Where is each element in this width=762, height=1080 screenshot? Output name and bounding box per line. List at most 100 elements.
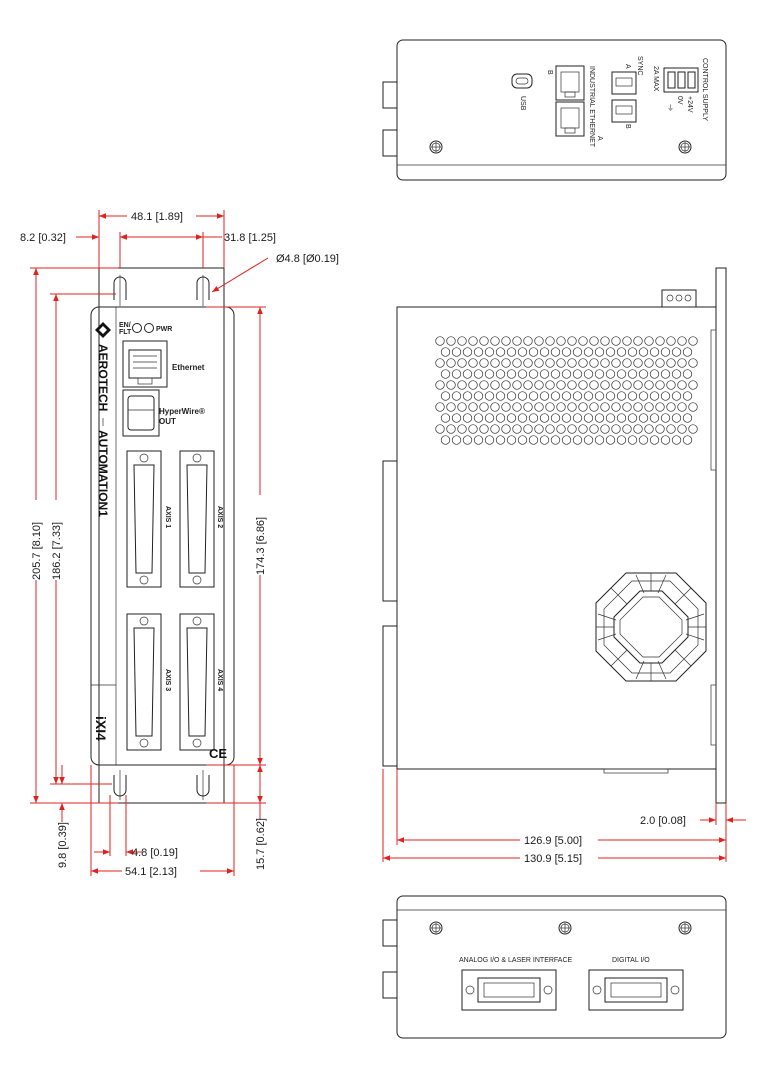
ground-icon: ⏚ — [667, 104, 674, 112]
vent-hole — [583, 435, 594, 445]
vent-hole — [605, 435, 616, 445]
vent-hole — [649, 391, 660, 401]
vent-hole — [479, 380, 489, 390]
vent-hole — [484, 435, 495, 445]
vent-hole — [567, 402, 577, 412]
vent-hole — [479, 336, 489, 346]
vent-hole — [682, 391, 693, 401]
vent-hole — [583, 347, 594, 357]
vent-hole — [682, 347, 693, 357]
vent-hole — [660, 369, 671, 379]
axis-4-connector-icon — [179, 613, 215, 751]
vent-hole — [572, 369, 583, 379]
vent-hole — [589, 402, 599, 412]
vent-hole — [633, 380, 643, 390]
port-b-label: B — [546, 70, 553, 75]
vent-hole — [451, 391, 462, 401]
vent-hole — [539, 369, 550, 379]
vent-hole — [484, 413, 495, 423]
vent-hole — [495, 435, 506, 445]
vent-hole — [528, 347, 539, 357]
axis-1-label: AXIS 1 — [164, 506, 171, 528]
dim-186-2: 186.2 [7.33] — [51, 522, 63, 580]
vent-hole — [512, 380, 522, 390]
vent-hole — [611, 358, 621, 368]
vent-hole — [517, 413, 528, 423]
port-a-label: A — [596, 136, 603, 141]
vent-hole — [501, 402, 511, 412]
mounting-slot-icon — [196, 275, 210, 306]
fan-guard-icon — [595, 572, 707, 682]
sync-label: SYNC — [636, 56, 643, 75]
vent-hole — [638, 369, 649, 379]
axis-4-label: AXIS 4 — [216, 669, 223, 691]
vent-hole — [671, 413, 682, 423]
vent-hole — [578, 380, 588, 390]
vent-hole — [600, 336, 610, 346]
digital-io-connector-icon — [588, 969, 684, 1011]
vent-hole — [528, 369, 539, 379]
vent-hole — [462, 347, 473, 357]
dim-205-7: 205.7 [8.10] — [31, 522, 43, 580]
vent-hole — [457, 402, 467, 412]
vent-hole — [561, 435, 572, 445]
vent-hole — [605, 413, 616, 423]
axis-2-label: AXIS 2 — [216, 506, 223, 528]
vent-hole — [435, 380, 445, 390]
vent-hole — [616, 369, 627, 379]
vent-hole — [600, 424, 610, 434]
vent-hole — [677, 380, 687, 390]
vent-hole — [666, 402, 676, 412]
axis-2-connector-icon — [179, 450, 215, 588]
vent-hole — [446, 380, 456, 390]
vent-hole — [479, 424, 489, 434]
vent-hole — [649, 413, 660, 423]
vent-hole — [468, 424, 478, 434]
vent-hole — [440, 347, 451, 357]
vent-hole — [490, 336, 500, 346]
vent-hole — [600, 402, 610, 412]
vent-hole — [666, 336, 676, 346]
vent-hole — [440, 391, 451, 401]
vent-hole — [556, 336, 566, 346]
screw-icon — [678, 140, 692, 154]
dim-54-1: 54.1 [2.13] — [125, 866, 177, 878]
vent-hole — [545, 336, 555, 346]
vent-hole — [627, 435, 638, 445]
side-view — [382, 267, 727, 804]
vent-hole — [561, 413, 572, 423]
dim-hole: Ø4.8 [Ø0.19] — [276, 253, 339, 265]
vent-hole — [666, 358, 676, 368]
vent-hole — [649, 435, 660, 445]
vent-hole — [528, 391, 539, 401]
vent-hole — [627, 413, 638, 423]
vent-hole — [534, 358, 544, 368]
vent-hole — [501, 424, 511, 434]
vent-hole — [622, 380, 632, 390]
vent-hole — [545, 380, 555, 390]
vent-hole — [462, 413, 473, 423]
usb-port-icon — [511, 73, 533, 89]
vent-hole — [688, 380, 698, 390]
vent-hole — [633, 424, 643, 434]
mounting-slot-icon — [196, 770, 210, 800]
front-view: AEROTECH AUTOMATION1 EN/ FLT PWR Etherne… — [90, 267, 235, 804]
mounting-slot-icon — [113, 770, 127, 800]
brand-aerotech: AEROTECH — [96, 344, 110, 411]
vent-hole — [627, 391, 638, 401]
vent-hole — [638, 413, 649, 423]
vent-hole — [512, 402, 522, 412]
hyperwire-port-icon — [122, 389, 160, 437]
dim-9-8: 9.8 [0.39] — [57, 822, 69, 868]
vent-hole — [539, 435, 550, 445]
hyperwire-out-label: OUT — [159, 417, 176, 426]
vent-hole — [644, 336, 654, 346]
vent-hole — [490, 358, 500, 368]
vent-hole — [600, 380, 610, 390]
vent-hole — [435, 358, 445, 368]
vent-hole — [633, 402, 643, 412]
vent-hole — [550, 347, 561, 357]
vent-hole — [523, 380, 533, 390]
plus24-label: +24V — [686, 96, 693, 113]
vent-hole — [435, 424, 445, 434]
